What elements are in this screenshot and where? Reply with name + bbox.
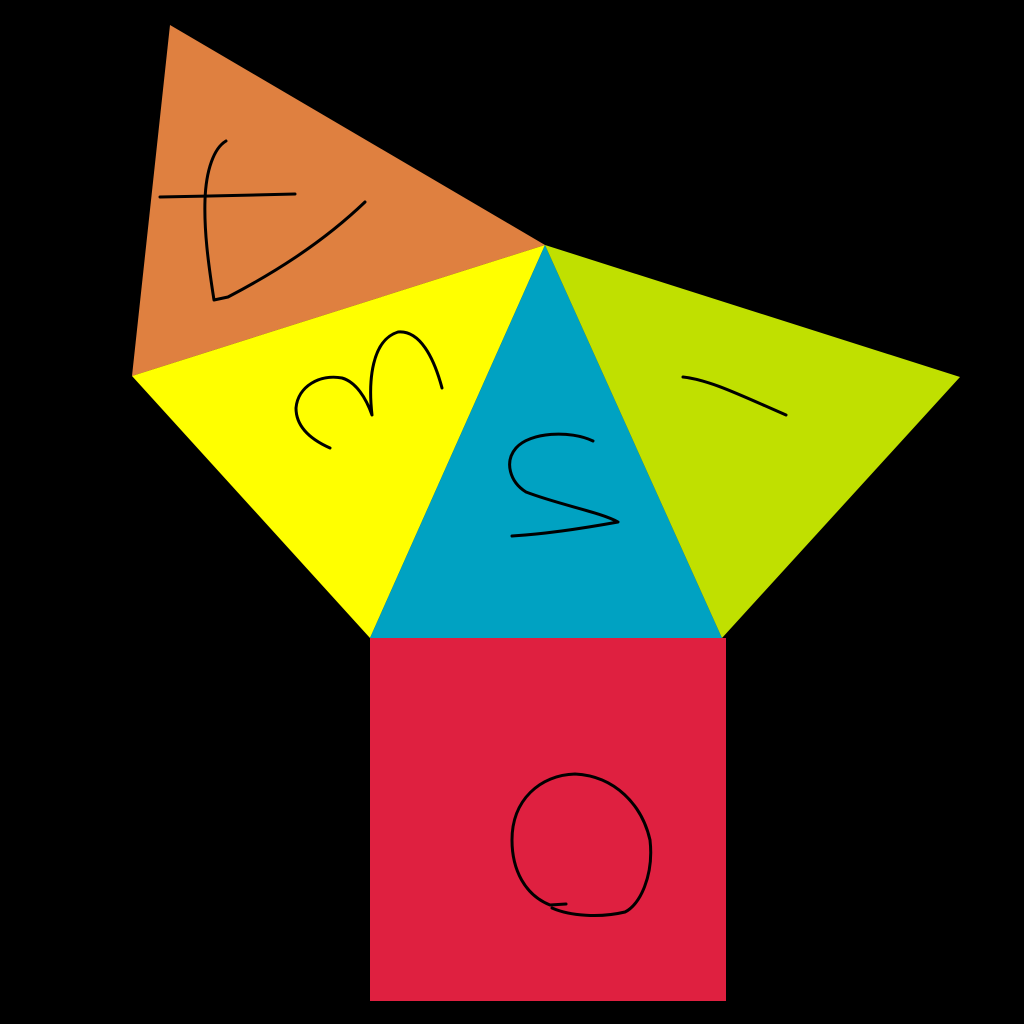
handwritten-mark-2: 2	[508, 432, 620, 538]
red-square	[370, 638, 726, 1001]
blue-triangle	[370, 245, 722, 638]
yellow-triangle-face: 3	[132, 245, 545, 638]
yellow-triangle	[132, 245, 545, 638]
handwritten-mark-1: 1	[681, 375, 788, 417]
handwritten-mark-4: 4	[158, 139, 367, 302]
handwritten-mark-3: 3	[294, 330, 444, 450]
blue-triangle-face: 2	[370, 245, 722, 638]
orange-triangle	[132, 25, 545, 376]
orange-triangle-face: 4	[132, 25, 545, 376]
red-square-face: 0	[370, 638, 726, 1001]
green-triangle-face: 1	[545, 245, 960, 638]
green-triangle	[545, 245, 960, 638]
handwritten-mark-0: 0	[510, 772, 653, 917]
